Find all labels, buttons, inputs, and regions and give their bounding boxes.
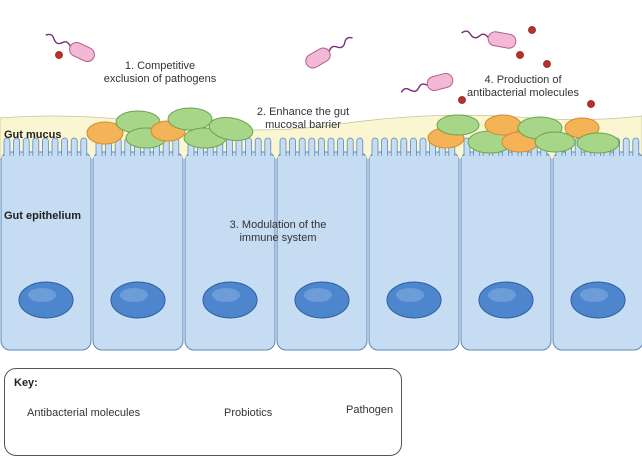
cell-body — [276, 151, 368, 351]
epithelial-cell — [276, 137, 368, 351]
epithelial-cell — [460, 137, 552, 351]
nucleus-highlight — [304, 288, 332, 302]
gut-mucus-label: Gut mucus — [4, 129, 62, 141]
antibacterial-molecule — [528, 26, 536, 34]
mechanism-4-label: 4. Production of antibacterial molecules — [467, 74, 579, 99]
cell-body — [92, 151, 184, 351]
cell-body — [460, 151, 552, 351]
antibacterial-molecule — [55, 51, 63, 59]
nucleus-highlight — [396, 288, 424, 302]
mechanism-1-label: 1. Competitive exclusion of pathogens — [103, 60, 217, 85]
antibacterial-molecule — [516, 51, 524, 59]
pathogen — [461, 30, 517, 49]
probiotic-orange — [86, 121, 124, 145]
cell-apex-cover — [1, 156, 91, 164]
cell-apex-cover — [93, 156, 183, 164]
nucleus-highlight — [212, 288, 240, 302]
cell-body — [368, 151, 460, 351]
cell-apex-cover — [553, 156, 642, 164]
probiotic-green — [534, 131, 576, 153]
nucleus-highlight — [120, 288, 148, 302]
cell-apex-cover — [461, 156, 551, 164]
cell-body — [0, 151, 92, 351]
key-pathogen-label: Pathogen — [346, 404, 394, 416]
pathogen — [45, 33, 95, 63]
key-title: Key: — [14, 377, 38, 389]
key-box — [4, 368, 402, 456]
nucleus-highlight — [488, 288, 516, 302]
epithelial-cell — [0, 137, 92, 351]
pathogen — [305, 36, 353, 69]
cell-apex-cover — [185, 156, 275, 164]
epithelial-cell — [552, 137, 642, 351]
antibacterial-molecule — [587, 100, 595, 108]
epithelial-cell — [184, 137, 276, 351]
probiotic-green — [576, 132, 620, 154]
probiotic-green — [167, 107, 213, 131]
pathogen-body — [305, 47, 331, 69]
mechanism-2-label: 2. Enhance the gut mucosal barrier — [256, 106, 350, 131]
cell-apex-cover — [277, 156, 367, 164]
nucleus-highlight — [580, 288, 608, 302]
pathogen-flagellum — [461, 30, 489, 39]
nucleus-highlight — [28, 288, 56, 302]
epithelial-cell — [92, 137, 184, 351]
cell-apex-cover — [369, 156, 459, 164]
mechanism-3-label: 3. Modulation of the immune system — [229, 219, 327, 244]
pathogen-body — [487, 31, 517, 49]
pathogen-flagellum — [400, 83, 428, 93]
pathogen-body — [426, 72, 454, 92]
pathogen-flagellum — [328, 36, 353, 52]
cell-body — [184, 151, 276, 351]
antibacterial-molecule — [458, 96, 466, 104]
epithelial-cell — [368, 137, 460, 351]
pathogen-body — [69, 41, 95, 63]
gut-epithelium-label: Gut epithelium — [4, 210, 81, 222]
antibacterial-molecule — [543, 60, 551, 68]
key-antibacterial-label: Antibacterial molecules — [27, 407, 141, 419]
probiotic-green — [436, 114, 480, 136]
cell-body — [552, 151, 642, 351]
pathogen-flagellum — [45, 33, 71, 47]
key-probiotics-label: Probiotics — [224, 407, 273, 419]
pathogen — [400, 72, 454, 93]
probiotic-green — [208, 117, 254, 141]
